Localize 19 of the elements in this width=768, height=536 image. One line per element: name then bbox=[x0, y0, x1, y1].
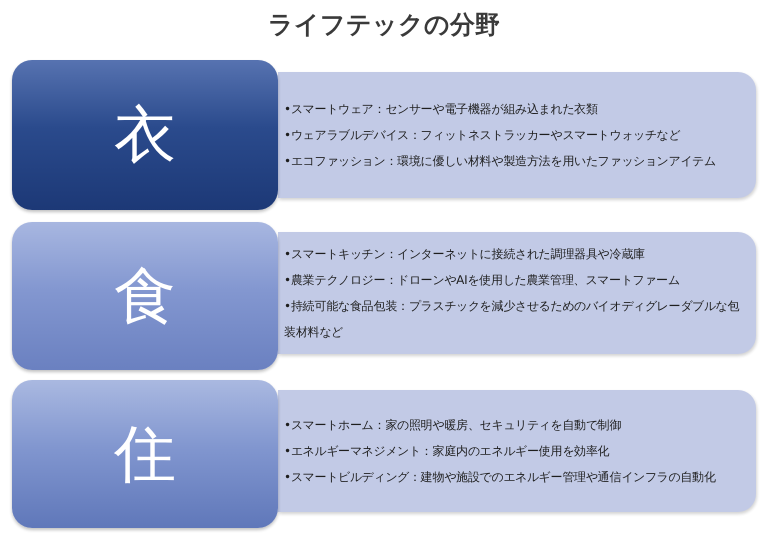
bullet-item: •持続可能な食品包装：プラスチックを減少させるためのバイオディグレーダブルな包装材料など bbox=[284, 298, 740, 341]
bullet-item: •スマートホーム：家の照明や暖房、セキュリティを自動で制御 bbox=[284, 417, 622, 434]
bullet-item: •スマートキッチン：インターネットに接続された調理器具や冷蔵庫 bbox=[284, 246, 646, 263]
bullet-item: •ウェアラブルデバイス：フィットネストラッカーやスマートウォッチなど bbox=[284, 127, 682, 144]
title: ライフテックの分野 bbox=[268, 10, 500, 39]
category-tile bbox=[12, 60, 278, 210]
description-panel bbox=[278, 72, 756, 198]
category-character: 食 bbox=[114, 261, 176, 331]
category-tile bbox=[12, 380, 278, 528]
description-panel bbox=[278, 390, 756, 512]
category-character: 住 bbox=[114, 419, 176, 489]
category-character: 衣 bbox=[114, 100, 176, 170]
bullet-item: •エコファッション：環境に優しい材料や製造方法を用いたファッションアイテム bbox=[284, 153, 716, 170]
description-panel bbox=[278, 232, 756, 354]
bullet-item: •エネルギーマネジメント：家庭内のエネルギー使用を効率化 bbox=[284, 443, 610, 460]
bullet-item: •スマートビルディング：建物や施設でのエネルギー管理や通信インフラの自動化 bbox=[284, 469, 716, 486]
category-tile bbox=[12, 222, 278, 370]
bullet-item: •農業テクノロジー：ドローンやAIを使用した農業管理、スマートファーム bbox=[284, 272, 681, 289]
bullet-item: •スマートウェア：センサーや電子機器が組み込まれた衣類 bbox=[284, 101, 599, 118]
